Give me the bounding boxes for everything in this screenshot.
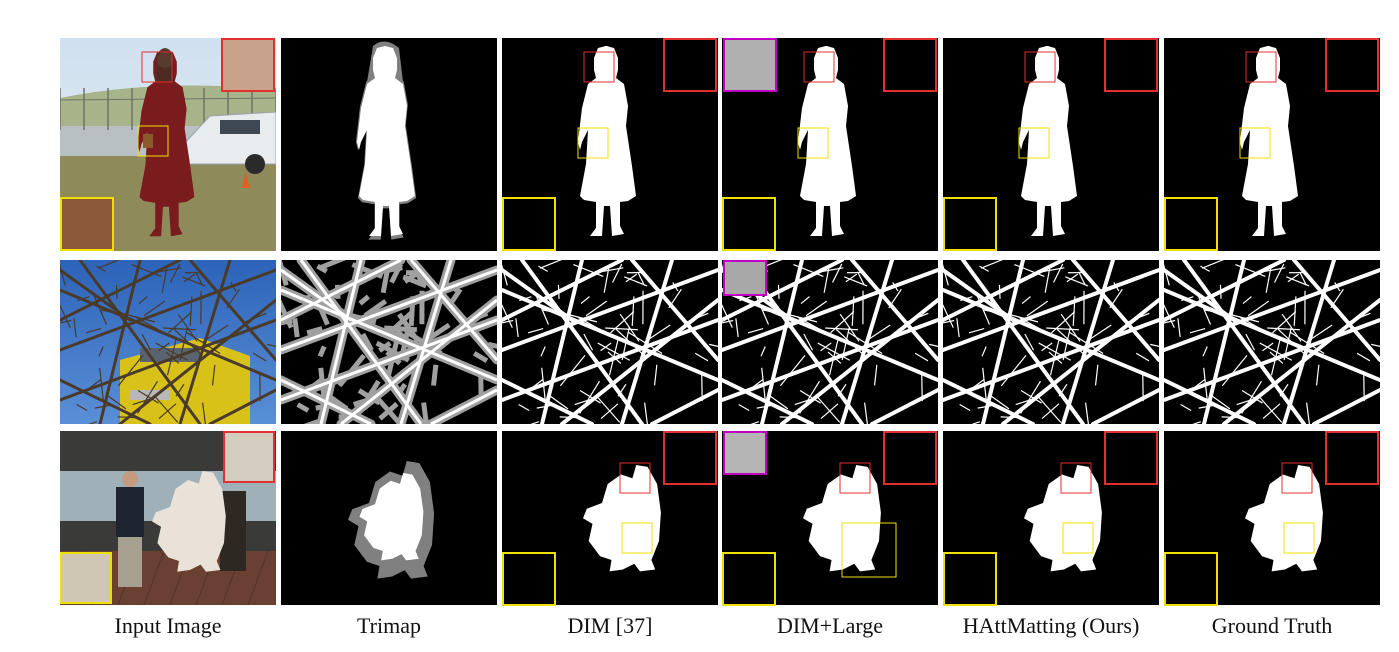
column-caption-ground-truth: Ground Truth — [1211, 613, 1333, 638]
inset-marker-red — [1245, 51, 1277, 83]
inset-yellow-squirrel-mask — [1164, 552, 1218, 606]
inset-marker-red — [619, 462, 651, 494]
inset-marker-yellow — [1018, 127, 1050, 159]
inset-red-hair-mask — [1325, 38, 1379, 92]
inset-yellow-bag-mask — [1164, 197, 1218, 251]
inset-marker-red — [803, 51, 835, 83]
inset-marker-red — [1024, 51, 1056, 83]
inset-marker-yellow — [1239, 127, 1271, 159]
inset-yellow-squirrel-mask — [502, 552, 556, 606]
input-image-tree — [60, 260, 276, 424]
column-caption-input-image: Input Image — [114, 613, 222, 638]
inset-marker-red — [583, 51, 615, 83]
column-caption-dim-large: DIM+Large — [776, 613, 884, 638]
mask-squirrel-1 — [281, 431, 497, 605]
inset-marker-yellow — [137, 125, 169, 157]
mask-tree-2 — [502, 260, 718, 424]
mask-tree-5 — [1164, 260, 1380, 424]
inset-red-squirrel-mask — [1325, 431, 1379, 485]
inset-red-squirrel-mask — [1104, 431, 1158, 485]
inset-magenta-mask — [723, 38, 777, 92]
inset-marker-yellow — [797, 127, 829, 159]
inset-yellow-squirrel-mask — [722, 552, 776, 606]
inset-magenta-squirrel — [723, 431, 767, 475]
inset-red-hair-mask — [663, 38, 717, 92]
inset-marker-yellow — [1062, 522, 1094, 554]
inset-yellow-bag-mask — [722, 197, 776, 251]
inset-marker-red — [839, 462, 871, 494]
inset-red-hair-mask — [1104, 38, 1158, 92]
mask-tree-4 — [943, 260, 1159, 424]
inset-marker-yellow — [1283, 522, 1315, 554]
inset-marker-red — [1060, 462, 1092, 494]
inset-marker-yellow — [841, 522, 897, 578]
inset-marker-red — [141, 51, 173, 83]
inset-red-hair-mask — [883, 38, 937, 92]
inset-marker-yellow — [577, 127, 609, 159]
inset-red-squirrel-mask — [663, 431, 717, 485]
inset-red-squirrel — [223, 431, 275, 483]
mask-tree-1 — [281, 260, 497, 424]
inset-red-hair — [221, 38, 275, 92]
inset-red-squirrel-mask — [883, 431, 937, 485]
inset-marker-yellow — [621, 522, 653, 554]
inset-marker-red — [1281, 462, 1313, 494]
inset-yellow-bag-mask — [502, 197, 556, 251]
column-caption-dim: DIM [37] — [567, 613, 653, 638]
inset-yellow-squirrel — [60, 552, 112, 604]
inset-yellow-squirrel-mask — [943, 552, 997, 606]
inset-magenta-tree — [723, 260, 767, 296]
column-caption-trimap: Trimap — [357, 613, 421, 638]
mask-woman-1 — [281, 38, 497, 251]
inset-yellow-bag-mask — [943, 197, 997, 251]
inset-yellow-bag — [60, 197, 114, 251]
column-caption-hattmatting: HAttMatting (Ours) — [962, 613, 1140, 638]
